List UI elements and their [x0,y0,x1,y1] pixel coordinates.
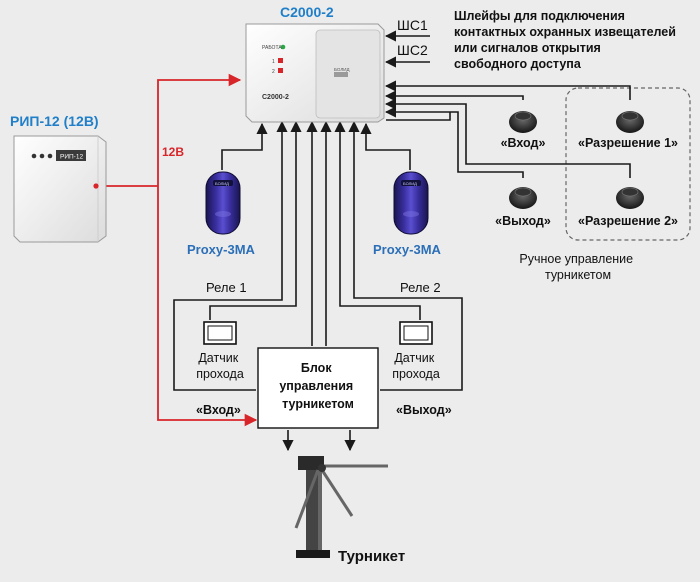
psu-title: РИП-12 (12В) [10,113,99,129]
wire-common-stub [386,112,451,121]
relay-1-label: Реле 1 [206,280,247,295]
loops-note-line-2: контактных охранных извещателей [454,25,676,39]
button-exit-label: «Выход» [495,214,551,228]
power-wire-to-controller [157,73,242,186]
controller-device [245,23,385,123]
loops-note-line-4: свободного доступа [454,57,582,71]
wires [173,30,631,452]
sensor-1-label: Датчик прохода [196,351,244,381]
button-entry-label: «Вход» [501,136,546,150]
sensor-2-label: Датчик прохода [392,351,440,381]
wire-sensor-2 [334,120,421,320]
controller-indicator-1: 1 [272,59,275,65]
power-wires [104,73,258,427]
turnstile-label: Турникет [338,548,405,565]
reader-2-badge: БОЛИД [403,181,417,186]
power-wire-to-unit [157,186,258,427]
controller-panel-label: С2000-2 [262,94,289,101]
control-unit-label: Блок управления турникетом [279,361,356,411]
exit-signal-label: «Выход» [396,403,452,417]
button-entry-device [509,111,537,133]
reader-1-badge: БОЛИД [215,181,229,186]
wire-permit-2 [384,98,631,178]
entry-signal-label: «Вход» [196,403,241,417]
loops-note: Шлейфы для подключения контактных охранн… [454,9,679,71]
wire-reader-1 [221,122,268,170]
wire-sensor-1 [209,120,302,320]
button-permit-2-device [616,187,644,209]
controller-indicator-work: РАБОТА [262,45,282,51]
control-unit-box [257,347,379,429]
button-exit-device [509,187,537,209]
loops-note-line-1: Шлейфы для подключения [454,9,625,23]
wire-relay-2 [348,120,463,391]
manual-control-label: Ручное управление турникетом [519,252,636,282]
reader-2-device [393,171,429,235]
wire-permit-1 [384,80,631,100]
loop-2-label: ШС2 [397,42,428,58]
wire-reader-2 [360,122,411,170]
reader-1-label: Proxy-3MA [187,242,256,257]
voltage-label: 12В [162,145,184,159]
psu-device [13,135,107,243]
wire-entry-button [384,90,524,102]
sensor-1-device [203,321,237,345]
button-permit-2-label: «Разрешение 2» [578,214,678,228]
turnstile-device [294,456,388,558]
controller-badge: БОЛИД [334,67,350,72]
loops-note-line-3: или сигналов открытия [454,41,601,55]
reader-2-label: Proxy-3MA [373,242,442,257]
controller-indicator-2: 2 [272,69,275,75]
button-permit-1-device [616,111,644,133]
psu-panel-label: РИП-12 [60,154,83,161]
wire-relay-1 [173,120,288,391]
reader-1-device [205,171,241,235]
relay-2-label: Реле 2 [400,280,441,295]
loop-1-label: ШС1 [397,17,428,33]
wire-exit-button [384,106,524,178]
sensor-2-device [399,321,433,345]
button-permit-1-label: «Разрешение 1» [578,136,678,150]
controller-title: С2000-2 [280,4,334,20]
